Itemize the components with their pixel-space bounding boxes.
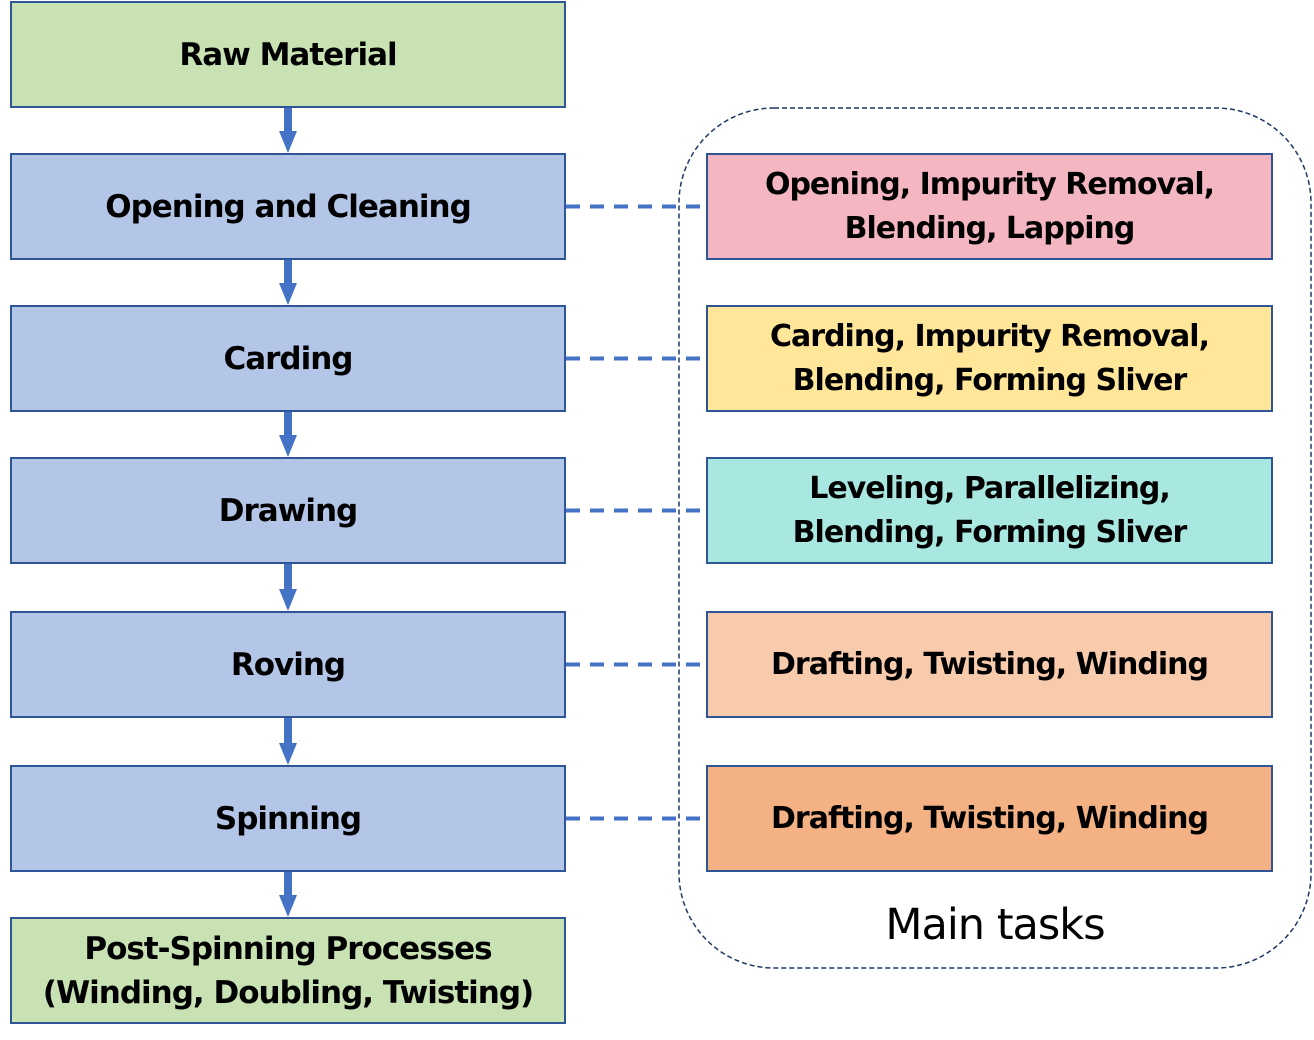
stage-box-drawing: Drawing [10, 457, 566, 564]
task-label: Drafting, Twisting, Winding [771, 800, 1209, 836]
main-tasks-label: Main tasks [885, 900, 1105, 950]
stage-label: Spinning [214, 800, 362, 837]
flow-arrow-icon [279, 872, 297, 917]
stage-box-roving: Roving [10, 611, 566, 718]
flow-arrow-icon [279, 412, 297, 457]
task-box-drawing: Leveling, Parallelizing, Blending, Formi… [706, 457, 1273, 564]
task-box-carding: Carding, Impurity Removal, Blending, For… [706, 305, 1273, 412]
stage-label: Raw Material [179, 36, 397, 73]
stage-label: Opening and Cleaning [105, 188, 472, 225]
stage-label: Post-Spinning Processes (Winding, Doubli… [42, 930, 534, 1011]
stage-label: Roving [230, 646, 346, 683]
task-label: Leveling, Parallelizing, Blending, Formi… [792, 470, 1188, 550]
stage-box-raw-material: Raw Material [10, 1, 566, 108]
flow-arrow-icon [279, 260, 297, 305]
stage-box-opening-and-cleaning: Opening and Cleaning [10, 153, 566, 260]
flow-arrow-icon [279, 564, 297, 611]
stage-box-spinning: Spinning [10, 765, 566, 872]
stage-box-post-spinning-processes-winding-doubling-twisting: Post-Spinning Processes (Winding, Doubli… [10, 917, 566, 1024]
task-label: Opening, Impurity Removal, Blending, Lap… [764, 166, 1215, 246]
flow-arrow-icon [279, 718, 297, 765]
stage-label: Carding [223, 340, 353, 377]
stage-label: Drawing [218, 492, 358, 529]
main-tasks-group-border [678, 107, 1312, 969]
task-label: Drafting, Twisting, Winding [771, 646, 1209, 682]
task-box-opening-and-cleaning: Opening, Impurity Removal, Blending, Lap… [706, 153, 1273, 260]
task-label: Carding, Impurity Removal, Blending, For… [770, 318, 1210, 398]
flow-arrow-icon [279, 108, 297, 153]
task-box-roving: Drafting, Twisting, Winding [706, 611, 1273, 718]
task-box-spinning: Drafting, Twisting, Winding [706, 765, 1273, 872]
stage-box-carding: Carding [10, 305, 566, 412]
